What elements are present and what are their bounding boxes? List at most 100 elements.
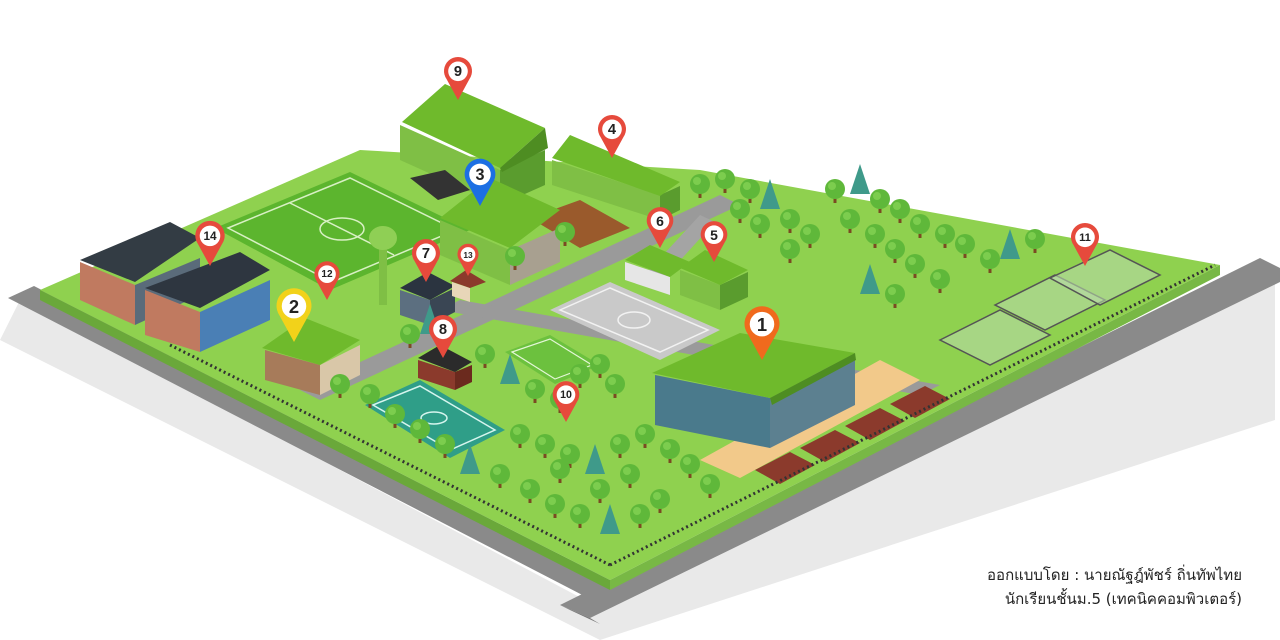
marker-12[interactable]: 12 xyxy=(314,261,340,300)
tree-highlight xyxy=(843,212,851,220)
pine-tree xyxy=(500,354,520,384)
tree-highlight xyxy=(803,227,811,235)
pine-tree xyxy=(460,444,480,474)
marker-face xyxy=(650,211,670,231)
marker-label: 2 xyxy=(289,296,299,317)
marker-10[interactable]: 10 xyxy=(552,381,580,422)
building-13-roof xyxy=(450,270,486,288)
tree-highlight xyxy=(888,287,896,295)
tree-highlight xyxy=(613,437,621,445)
tree-highlight xyxy=(558,225,566,233)
tree xyxy=(520,479,540,499)
tree xyxy=(620,464,640,484)
tree-highlight xyxy=(1028,232,1036,240)
road-left xyxy=(8,286,618,600)
road-stub xyxy=(560,605,600,624)
marker-8[interactable]: 8 xyxy=(429,314,458,358)
tree xyxy=(910,214,930,234)
tree-highlight xyxy=(513,427,521,435)
tree xyxy=(780,209,800,229)
building-2-wall xyxy=(265,350,320,395)
building-7-roof xyxy=(400,272,455,300)
building-3-roof xyxy=(440,178,560,248)
greenhouses xyxy=(938,249,1162,366)
building-14-wall xyxy=(145,290,200,352)
marker-6[interactable]: 6 xyxy=(646,207,674,248)
marker-label: 11 xyxy=(1079,232,1091,244)
tree xyxy=(555,222,575,242)
building-9-roof xyxy=(402,84,545,168)
tree xyxy=(535,434,555,454)
tree-highlight xyxy=(743,182,751,190)
marker-label: 13 xyxy=(463,250,473,260)
pine-tree xyxy=(585,444,605,474)
futsal-court xyxy=(550,282,720,360)
marker-face xyxy=(556,385,576,405)
tree xyxy=(660,439,680,459)
huts xyxy=(755,386,950,484)
tree xyxy=(935,224,955,244)
tree-highlight xyxy=(528,382,536,390)
building-13-wall xyxy=(452,282,470,302)
marker-label: 14 xyxy=(203,230,217,243)
marker-5[interactable]: 5 xyxy=(700,221,728,262)
tree-highlight xyxy=(693,177,701,185)
building-14-roof xyxy=(145,252,270,308)
marker-face xyxy=(448,61,468,82)
tree-highlight xyxy=(593,482,601,490)
tree-highlight xyxy=(553,462,561,470)
marker-4[interactable]: 4 xyxy=(597,114,626,158)
tree-highlight xyxy=(638,427,646,435)
football-field xyxy=(215,172,470,290)
tree xyxy=(400,324,420,344)
tree xyxy=(870,189,890,209)
inner-road xyxy=(300,195,740,400)
tree-highlight xyxy=(908,257,916,265)
marker-1[interactable]: 1 xyxy=(744,306,780,360)
tree-highlight xyxy=(508,249,516,257)
marker-3[interactable]: 3 xyxy=(464,158,496,206)
building-1-roof xyxy=(652,333,855,398)
pine-tree xyxy=(860,264,880,294)
pine-tree xyxy=(850,164,870,194)
tree xyxy=(590,479,610,499)
marker-14[interactable]: 14 xyxy=(195,220,225,266)
tree xyxy=(865,224,885,244)
tree xyxy=(730,199,750,219)
tree xyxy=(505,246,525,266)
tree-highlight xyxy=(983,252,991,260)
marker-11[interactable]: 11 xyxy=(1071,222,1099,266)
tree xyxy=(545,494,565,514)
building-4-roof xyxy=(552,135,680,196)
road-right xyxy=(560,258,1280,618)
tree xyxy=(330,374,350,394)
marker-13[interactable]: 13 xyxy=(457,243,479,276)
tree-highlight xyxy=(388,407,396,415)
tree-highlight xyxy=(958,237,966,245)
marker-label: 10 xyxy=(560,389,572,401)
marker-face xyxy=(416,243,436,264)
marker-9[interactable]: 9 xyxy=(444,56,472,100)
tree-highlight xyxy=(683,457,691,465)
tree xyxy=(955,234,975,254)
tree xyxy=(930,269,950,289)
tree-highlight xyxy=(893,202,901,210)
marker-7[interactable]: 7 xyxy=(412,238,440,282)
tree-highlight xyxy=(783,242,791,250)
tree-highlight xyxy=(493,467,501,475)
tree xyxy=(550,459,570,479)
tree-highlight xyxy=(523,482,531,490)
tree-highlight xyxy=(573,507,581,515)
tree xyxy=(610,434,630,454)
marker-face xyxy=(602,119,622,140)
tree-highlight xyxy=(938,227,946,235)
marker-label: 7 xyxy=(422,246,430,262)
tree-highlight xyxy=(363,387,371,395)
tree-highlight xyxy=(718,172,726,180)
marker-2[interactable]: 2 xyxy=(276,288,312,342)
tree-highlight xyxy=(548,497,556,505)
tree-highlight xyxy=(403,327,411,335)
tree-highlight xyxy=(333,377,341,385)
marker-face xyxy=(749,311,775,337)
